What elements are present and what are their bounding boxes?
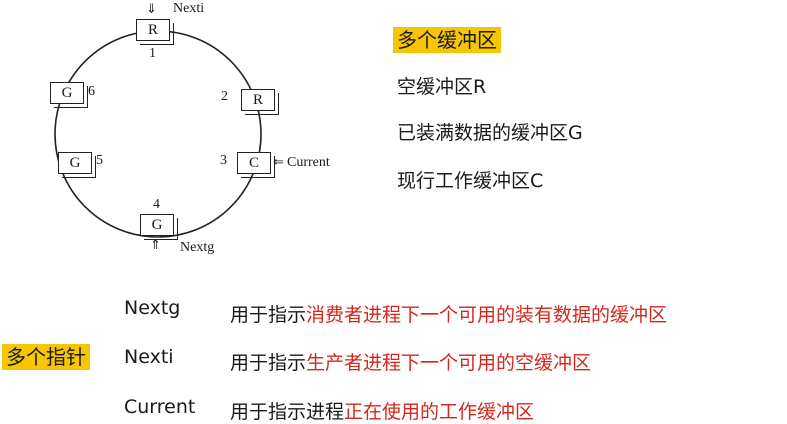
buffer-6-box: G xyxy=(50,82,88,108)
pointer-row-nexti-desc: 用于指示生产者进程下一个可用的空缓冲区 xyxy=(230,348,591,375)
buffer-5-box: G xyxy=(58,152,96,178)
legend-item-empty: 空缓冲区R xyxy=(397,76,487,98)
current-arrow-icon: ⇐ xyxy=(273,155,284,170)
legend-item-full: 已装满数据的缓冲区G xyxy=(397,122,583,144)
nextg-pointer-label: Nextg xyxy=(180,240,215,255)
nexti-arrow-icon: ⇓ xyxy=(146,2,157,17)
pointer-row-nextg-name: Nextg xyxy=(124,297,181,319)
pointer-row-current-prefix: 用于指示进程 xyxy=(230,401,345,423)
pointer-row-nexti-highlight: 生产者进程下一个可用的空缓冲区 xyxy=(306,352,592,374)
buffer-5-number: 5 xyxy=(96,153,103,168)
buffer-4-box: G xyxy=(140,214,178,240)
pointer-row-current-highlight: 正在使用的工作缓冲区 xyxy=(344,401,535,423)
buffer-1-number: 1 xyxy=(149,46,156,61)
buffer-6-number: 6 xyxy=(88,84,95,99)
buffer-3-box: C xyxy=(237,152,275,178)
legend-title-text: 多个缓冲区 xyxy=(393,27,501,53)
pointer-row-current-desc: 用于指示进程正在使用的工作缓冲区 xyxy=(230,397,534,424)
pointer-row-nextg-desc: 用于指示消费者进程下一个可用的装有数据的缓冲区 xyxy=(230,300,667,327)
current-pointer-label: Current xyxy=(287,155,330,170)
pointer-section-title: 多个指针 xyxy=(2,341,90,370)
legend-item-current: 现行工作缓冲区C xyxy=(397,170,544,192)
pointer-row-nextg-highlight: 消费者进程下一个可用的装有数据的缓冲区 xyxy=(306,304,668,326)
buffer-1-box: R xyxy=(136,19,174,45)
pointer-row-current-name: Current xyxy=(124,396,196,418)
buffer-4-number: 4 xyxy=(153,197,160,212)
buffer-2-number: 2 xyxy=(221,89,228,104)
nexti-pointer-label: Nexti xyxy=(173,1,205,16)
legend-title: 多个缓冲区 xyxy=(393,24,501,53)
buffer-3-number: 3 xyxy=(220,153,227,168)
pointer-row-nexti-name: Nexti xyxy=(124,346,174,368)
buffer-2-box: R xyxy=(241,89,279,115)
pointer-row-nextg-prefix: 用于指示 xyxy=(230,304,307,326)
pointer-section-title-text: 多个指针 xyxy=(2,344,90,370)
nextg-arrow-icon: ⇑ xyxy=(150,238,161,253)
pointer-row-nexti-prefix: 用于指示 xyxy=(230,352,307,374)
